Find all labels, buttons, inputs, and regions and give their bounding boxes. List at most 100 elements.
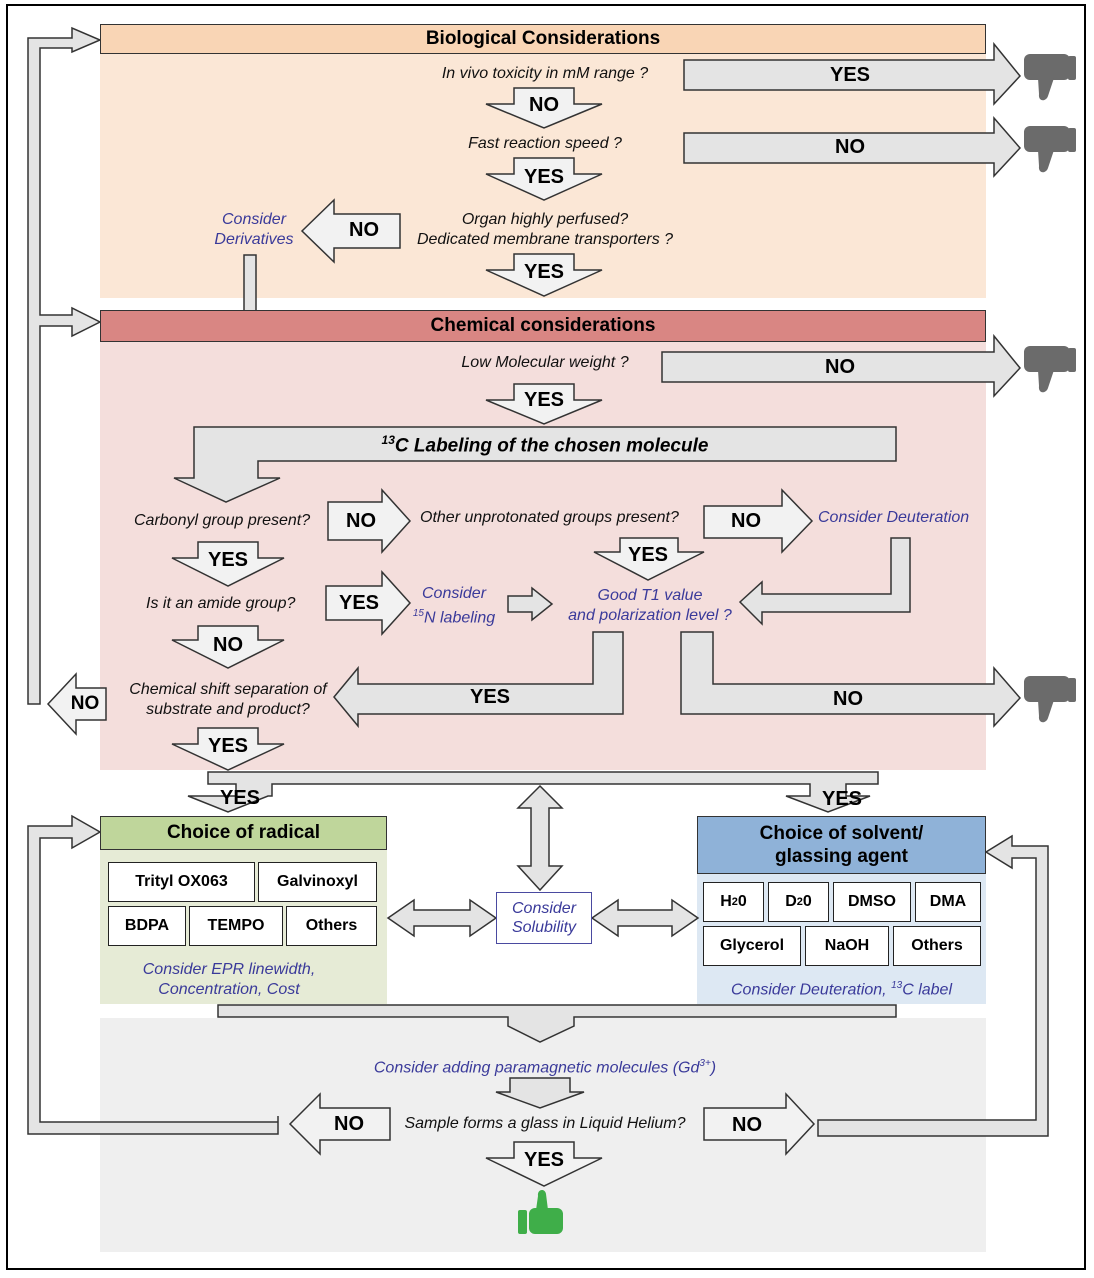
no-right-arrow-unprot: [703, 488, 814, 554]
label-shift-no: NO: [70, 693, 100, 714]
label-speed-yes: YES: [523, 166, 565, 188]
note-derivatives-1: Consider: [221, 211, 287, 228]
label-amide-yes: YES: [338, 592, 380, 614]
labeling-down-arrow: [173, 426, 897, 503]
thumbs-down-icon: [1024, 346, 1076, 393]
solvent-return-loop: [817, 834, 1049, 1137]
speed-no-arrow: [683, 115, 1022, 178]
solvent-option-glycerol: Glycerol: [703, 926, 801, 966]
label-mw-yes: YES: [523, 389, 565, 411]
note-deut-label: Consider Deuteration, 13C label: [730, 980, 953, 999]
note-t1-2: and polarization level ?: [568, 607, 732, 624]
solubility-box: Consider Solubility: [496, 892, 592, 944]
label-glass-no-left: NO: [334, 1113, 364, 1135]
labeling-sup: 13: [381, 433, 395, 447]
chemical-header: Chemical considerations: [100, 310, 986, 342]
yes-right-arrow-amide: [325, 570, 412, 636]
no-down-arrow-1: [485, 87, 603, 129]
yes-down-arrow-7: [485, 1141, 603, 1187]
solubility-line1: Consider: [511, 900, 577, 917]
label-t1-no: NO: [833, 688, 863, 710]
n15-to-t1-arrow: [507, 586, 554, 622]
note-deuteration: Consider Deuteration: [818, 509, 970, 526]
label-amide-no: NO: [213, 634, 243, 656]
label-speed-no: NO: [835, 136, 865, 158]
solvent-option-naoh: NaOH: [805, 926, 889, 966]
no-right-arrow-carbonyl: [327, 488, 412, 554]
solvent-header-line2: glassing agent: [774, 846, 909, 867]
no-left-arrow-glass: [288, 1092, 391, 1156]
q-unprotonated: Other unprotonated groups present?: [420, 509, 679, 526]
label-mw-no: NO: [825, 356, 855, 378]
q-carbonyl: Carbonyl group present?: [134, 512, 311, 529]
loop-arrow-left: [27, 26, 102, 705]
solvent-header: Choice of solvent/ glassing agent: [697, 816, 986, 874]
solubility-solvent-arrow: [590, 898, 700, 938]
toxicity-yes-arrow: [683, 41, 1021, 106]
q-toxicity: In vivo toxicity in mM range ?: [441, 65, 649, 82]
q-glass: Sample forms a glass in Liquid Helium?: [404, 1115, 686, 1132]
label-toxicity-yes: YES: [829, 64, 871, 86]
q-speed: Fast reaction speed ?: [468, 135, 622, 152]
split-bar: [187, 771, 879, 813]
yes-down-arrow-2: [485, 253, 603, 297]
solvent-option-others: Others: [893, 926, 981, 966]
note-n15-2: 15N labeling: [404, 604, 504, 628]
solvent-header-line1: Choice of solvent/: [759, 823, 924, 844]
note-paramagnetic: Consider adding paramagnetic molecules (…: [373, 1058, 717, 1077]
no-down-arrow-2: [171, 625, 285, 669]
solubility-line2: Solubility: [511, 919, 577, 936]
solvent-option-dmso: DMSO: [833, 882, 911, 922]
yes-down-arrow-5: [593, 537, 705, 581]
yes-down-arrow-6: [171, 727, 285, 771]
label-organ-yes: YES: [523, 261, 565, 283]
no-left-arrow-loop: [46, 672, 107, 736]
label-glass-no-right: NO: [732, 1114, 762, 1136]
mw-no-arrow: [661, 333, 1021, 398]
label-glass-yes: YES: [523, 1149, 565, 1171]
biological-header: Biological Considerations: [100, 24, 986, 54]
note-t1-1: Good T1 value: [597, 587, 703, 604]
radical-header: Choice of radical: [100, 816, 387, 850]
label-carbonyl-no: NO: [346, 510, 376, 532]
no-right-arrow-glass: [703, 1092, 816, 1156]
label-split-yes-right: YES: [821, 788, 863, 810]
solvent-option-dma: DMA: [915, 882, 981, 922]
q-organ-1: Organ highly perfused?: [461, 211, 629, 228]
yes-down-arrow-3: [485, 383, 603, 425]
no-left-arrow-derivatives: [300, 198, 401, 264]
q-organ-2: Dedicated membrane transporters ?: [416, 231, 674, 248]
q-amide: Is it an amide group?: [146, 595, 296, 612]
t1-yes-arrow: [333, 631, 624, 729]
q-shift-2: substrate and product?: [146, 701, 310, 718]
deuteration-return-arrow: [738, 537, 911, 626]
labeling-title: 13C Labeling of the chosen molecule: [194, 433, 896, 457]
radical-solubility-arrow: [386, 898, 498, 938]
note-epr-2: Concentration, Cost: [158, 981, 300, 998]
label-t1-yes: YES: [469, 686, 511, 708]
label-toxicity-no: NO: [529, 94, 559, 116]
yes-down-arrow-4: [171, 541, 285, 587]
yes-down-arrow-1: [485, 157, 603, 201]
label-organ-no: NO: [349, 219, 379, 241]
label-unprot-no: NO: [731, 510, 761, 532]
label-shift-yes: YES: [207, 735, 249, 757]
radical-option-trityl: Trityl OX063: [108, 862, 255, 902]
note-epr-1: Consider EPR linewidth,: [142, 961, 316, 978]
label-split-yes-left: YES: [219, 787, 261, 809]
note-n15-1: Consider: [421, 585, 487, 602]
thumbs-down-icon: [1024, 676, 1076, 723]
thumbs-down-icon: [1024, 54, 1076, 101]
note-n15-text: N labeling: [423, 609, 496, 627]
q-mw: Low Molecular weight ?: [461, 354, 629, 371]
t1-no-arrow: [680, 631, 1022, 728]
radical-option-bdpa: BDPA: [108, 906, 186, 946]
q-shift-1: Chemical shift separation of: [129, 681, 327, 698]
thumbs-down-icon: [1024, 126, 1076, 173]
label-unprot-yes: YES: [627, 544, 669, 566]
merge-bar: [217, 1004, 897, 1043]
thumbs-up-icon: [518, 1190, 563, 1234]
label-carbonyl-yes: YES: [207, 549, 249, 571]
